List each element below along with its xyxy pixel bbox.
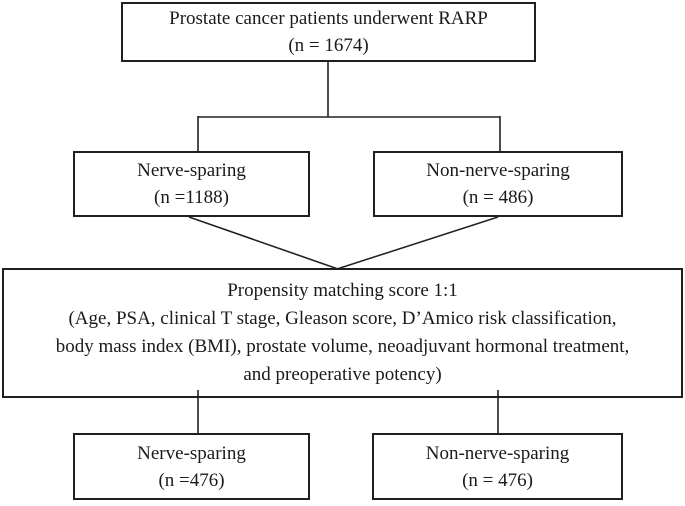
box-rarp-total-label: Prostate cancer patients underwent RARP xyxy=(169,8,488,29)
box-nerve-sparing-pre: Nerve-sparing (n =1188) xyxy=(73,151,310,217)
box-nerve-sparing-pre-label: Nerve-sparing xyxy=(137,160,246,181)
box-non-nerve-sparing-pre-label: Non-nerve-sparing xyxy=(426,160,570,181)
box-nerve-sparing-post-count: (n =476) xyxy=(158,469,225,491)
box-non-nerve-sparing-post-label: Non-nerve-sparing xyxy=(425,442,570,464)
box-non-nerve-sparing-post-count: (n = 476) xyxy=(462,469,533,491)
box-rarp-total: Prostate cancer patients underwent RARP … xyxy=(121,2,536,62)
box-non-nerve-sparing-pre-count: (n = 486) xyxy=(462,187,534,208)
propensity-matching-covariates-line2: body mass index (BMI), prostate volume, … xyxy=(55,336,630,357)
box-propensity-matching: Propensity matching score 1:1 (Age, PSA,… xyxy=(2,268,683,398)
box-non-nerve-sparing-pre: Non-nerve-sparing (n = 486) xyxy=(373,151,623,217)
propensity-matching-covariates-line3: and preoperative potency) xyxy=(243,364,442,385)
box-nerve-sparing-post-label: Nerve-sparing xyxy=(137,442,246,464)
propensity-matching-title: Propensity matching score 1:1 xyxy=(227,280,458,301)
box-nerve-sparing-pre-count: (n =1188) xyxy=(154,187,229,208)
box-rarp-total-count: (n = 1674) xyxy=(288,35,369,56)
propensity-matching-covariates-line1: (Age, PSA, clinical T stage, Gleason sco… xyxy=(68,308,617,329)
box-non-nerve-sparing-post: Non-nerve-sparing (n = 476) xyxy=(372,433,623,500)
box-nerve-sparing-post: Nerve-sparing (n =476) xyxy=(73,433,310,500)
